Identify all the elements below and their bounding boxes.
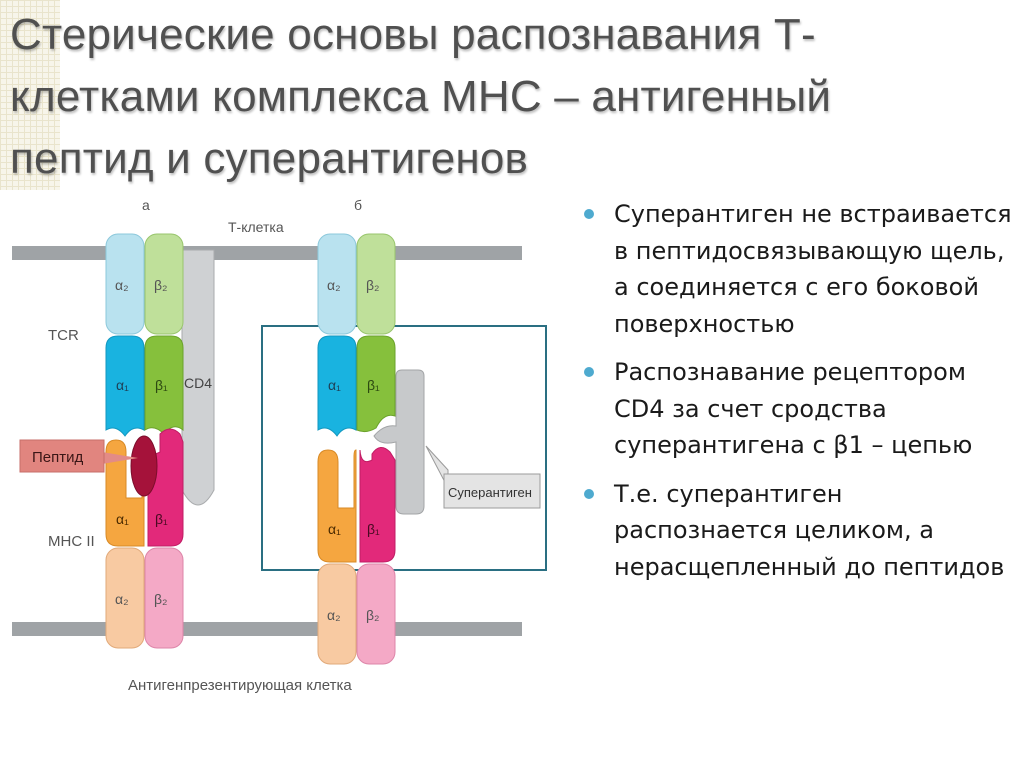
- panel-b-label: б: [354, 197, 362, 213]
- tcr-alpha2-domain: [105, 233, 145, 335]
- bullet-text: Суперантиген не встраивается в пептидосв…: [614, 200, 1012, 338]
- bullet-icon: [584, 367, 594, 377]
- mhc-b-beta2-label: β₂: [366, 607, 380, 623]
- peptide-label: Пептид: [32, 449, 83, 466]
- mhc-b-alpha1-domain: [317, 449, 357, 563]
- tcr-alpha1-label: α₁: [116, 377, 129, 393]
- tcr-b-beta1-domain: [356, 335, 396, 433]
- panel-a-label: а: [142, 197, 150, 213]
- mhc-alpha1-label: α₁: [116, 511, 129, 527]
- mhc2-label: MHC II: [48, 533, 95, 550]
- mhc-b-alpha2-label: α₂: [327, 607, 341, 623]
- bullet-item: Суперантиген не встраивается в пептидосв…: [582, 196, 1012, 342]
- mhc-b-beta2-domain: [356, 563, 396, 665]
- apc-membrane: [12, 622, 522, 636]
- bullet-item: Распознавание рецептором CD4 за счет сро…: [582, 354, 1012, 464]
- mhc-b-alpha2-domain: [317, 563, 357, 665]
- tcr-b-alpha2-label: α₂: [327, 277, 341, 293]
- tcr-beta1-label: β₁: [155, 377, 168, 393]
- title-line-2: клетками комплекса МНС – антигенный: [10, 72, 832, 121]
- mhc-alpha2-domain: [105, 547, 145, 649]
- mhc-beta2-label: β₂: [154, 591, 168, 607]
- tcr-label: TCR: [48, 327, 79, 344]
- superantigen-molecule: [373, 369, 425, 515]
- tcr-alpha1-domain: [105, 335, 145, 437]
- apc-label: Антигенпрезентирующая клетка: [128, 677, 352, 694]
- t-cell-label: Т-клетка: [228, 219, 284, 235]
- tcr-mhc-diagram: а б Т-клетка CD4 α₂ β₂ α₁ β₁ TCR α₁ β₁ П…: [8, 190, 558, 710]
- tcr-beta2-domain: [144, 233, 184, 335]
- mhc-beta2-domain: [144, 547, 184, 649]
- tcr-beta1-domain: [144, 335, 184, 435]
- peptide: [130, 435, 158, 497]
- tcr-b-beta2-domain: [356, 233, 396, 335]
- bullet-item: Т.е. суперантиген распознается целиком, …: [582, 476, 1012, 586]
- superantigen-frame: [261, 325, 547, 571]
- title-line-1: Стерические основы распознавания Т-: [10, 10, 816, 59]
- superantigen-callout: [443, 473, 541, 509]
- bullet-list: Суперантиген не встраивается в пептидосв…: [582, 196, 1012, 597]
- t-cell-membrane: [12, 246, 522, 260]
- corner-decoration: [0, 0, 60, 190]
- peptide-callout: [19, 439, 105, 473]
- tcr-b-alpha1-domain: [317, 335, 357, 437]
- title-line-3: пептид и суперантигенов: [10, 134, 529, 183]
- tcr-b-alpha1-label: α₁: [328, 377, 341, 393]
- peptide-callout-arrow: [102, 452, 138, 464]
- tcr-beta2-label: β₂: [154, 277, 168, 293]
- cd4-label: CD4: [184, 375, 212, 391]
- mhc-b-beta1-label: β₁: [367, 521, 380, 537]
- tcr-b-beta1-label: β₁: [367, 377, 380, 393]
- tcr-b-alpha2-domain: [317, 233, 357, 335]
- mhc-alpha2-label: α₂: [115, 591, 129, 607]
- slide-title: Стерические основы распознавания Т- клет…: [10, 4, 1010, 190]
- mhc-b-beta1-domain: [359, 447, 396, 563]
- bullet-text: Распознавание рецептором CD4 за счет сро…: [614, 358, 973, 459]
- bullet-icon: [584, 488, 594, 499]
- tcr-b-beta2-label: β₂: [366, 277, 380, 293]
- bullet-icon: [584, 209, 594, 219]
- mhc-b-alpha1-label: α₁: [328, 521, 341, 537]
- bullet-text: Т.е. суперантиген распознается целиком, …: [614, 479, 1005, 581]
- mhc-beta1-label: β₁: [155, 511, 168, 527]
- superantigen-label: Суперантиген: [448, 485, 532, 500]
- tcr-alpha2-label: α₂: [115, 277, 129, 293]
